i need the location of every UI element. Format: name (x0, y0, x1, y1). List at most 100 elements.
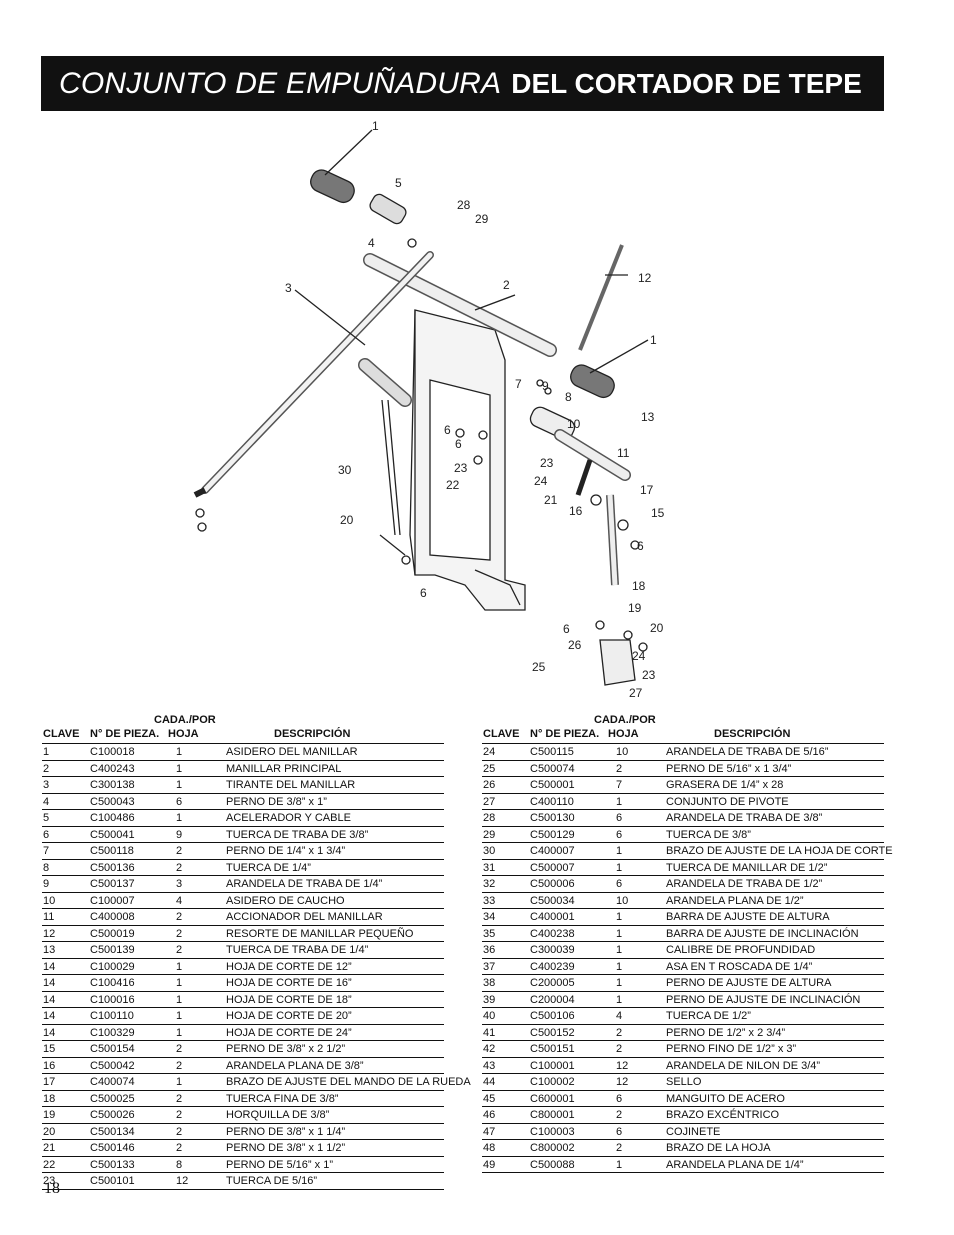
descripcion-cell: PERNO DE 3/8” x 2 1/2” (226, 1043, 346, 1055)
hoja-cell: 3 (176, 878, 183, 890)
clave-cell: 39 (483, 993, 496, 1006)
descripcion-cell: RESORTE DE MANILLAR PEQUEÑO (226, 927, 414, 940)
descripcion-cell: HORQUILLA DE 3/8” (226, 1109, 330, 1121)
pieza-cell: C500130 (530, 812, 575, 824)
descripcion-cell: HOJA DE CORTE DE 16” (226, 977, 352, 989)
pieza-cell: C100002 (530, 1076, 575, 1088)
clave-cell: 31 (483, 861, 496, 874)
hoja-cell: 1 (176, 1076, 183, 1088)
descripcion-cell: PERNO DE AJUSTE DE ALTURA (666, 977, 832, 989)
descripcion-cell: BARRA DE AJUSTE DE INCLINACIÓN (666, 927, 859, 940)
hoja-cell: 2 (616, 1026, 623, 1039)
pieza-cell: C100003 (530, 1125, 575, 1138)
callout-label: 1 (650, 333, 657, 347)
descripcion-cell: MANILLAR PRINCIPAL (226, 762, 342, 775)
descripcion-cell: ARANDELA PLANA DE 1/2” (666, 894, 804, 907)
pieza-cell: C400001 (530, 911, 575, 923)
descripcion-cell: ARANDELA DE NILON DE 3/4” (666, 1059, 821, 1072)
clave-cell: 9 (43, 878, 50, 890)
pieza-cell: C400008 (90, 911, 135, 923)
descripcion-cell: BRAZO DE LA HOJA (666, 1142, 771, 1154)
pieza-cell: C500152 (530, 1026, 575, 1039)
pieza-cell: C500137 (90, 878, 135, 890)
callout-label: 23 (454, 461, 468, 475)
header-clave: CLAVE (43, 728, 80, 740)
descripcion-cell: TUERCA FINA DE 3/8” (226, 1092, 339, 1105)
descripcion-cell: PERNO DE 3/8” x 1” (226, 795, 327, 808)
clave-cell: 13 (43, 944, 56, 956)
callout-label: 9 (542, 379, 549, 393)
pieza-cell: C100001 (530, 1059, 575, 1072)
hoja-cell: 4 (176, 894, 183, 907)
parts-table-right: CADA./POR CLAVE N° DE PIEZA. HOJA DESCRI… (482, 712, 893, 1173)
pieza-cell: C400074 (90, 1076, 135, 1088)
clave-cell: 22 (43, 1158, 56, 1171)
hoja-cell: 1 (176, 960, 183, 973)
hoja-cell: 1 (616, 911, 623, 923)
clave-cell: 2 (43, 762, 50, 775)
descripcion-cell: ACELERADOR Y CABLE (226, 812, 351, 824)
pieza-cell: C500041 (90, 828, 135, 841)
callout-label: 26 (568, 638, 582, 652)
descripcion-cell: PERNO FINO DE 1/2” x 3” (666, 1043, 797, 1055)
hoja-cell: 2 (176, 845, 183, 857)
pieza-cell: C500134 (90, 1125, 135, 1138)
clave-cell: 34 (483, 911, 496, 923)
clave-cell: 24 (483, 746, 496, 758)
hoja-cell: 6 (616, 878, 623, 890)
hoja-cell: 1 (616, 977, 623, 989)
hoja-cell: 1 (616, 861, 623, 874)
callout-label: 1 (372, 119, 379, 133)
clave-cell: 14 (43, 977, 56, 989)
hoja-cell: 1 (176, 812, 183, 824)
pieza-cell: C500129 (530, 828, 575, 841)
header-descripcion: DESCRIPCIÓN (714, 728, 791, 740)
hoja-cell: 4 (616, 1010, 623, 1022)
hoja-cell: 10 (616, 894, 629, 907)
callout-label: 23 (642, 668, 656, 682)
header-cada: CADA./POR (154, 714, 216, 726)
hoja-cell: 2 (176, 927, 183, 940)
pieza-cell: C300138 (90, 779, 135, 791)
parts-table-left: CADA./POR CLAVE N° DE PIEZA. HOJA DESCRI… (42, 712, 471, 1190)
descripcion-cell: SELLO (666, 1076, 702, 1088)
clave-cell: 11 (43, 911, 55, 923)
descripcion-cell: HOJA DE CORTE DE 12” (226, 960, 352, 973)
pieza-cell: C600001 (530, 1092, 575, 1105)
pieza-cell: C500133 (90, 1158, 135, 1171)
descripcion-cell: TUERCA DE 3/8” (666, 828, 751, 841)
header-hoja: HOJA (608, 728, 639, 740)
clave-cell: 21 (43, 1142, 56, 1154)
clave-cell: 41 (483, 1026, 496, 1039)
clave-cell: 28 (483, 812, 496, 824)
clave-cell: 32 (483, 878, 496, 890)
callout-label: 30 (338, 463, 352, 477)
hoja-cell: 2 (176, 1092, 183, 1105)
pieza-cell: C100486 (90, 812, 135, 824)
pieza-cell: C500034 (530, 894, 575, 907)
callout-label: 25 (532, 660, 546, 674)
